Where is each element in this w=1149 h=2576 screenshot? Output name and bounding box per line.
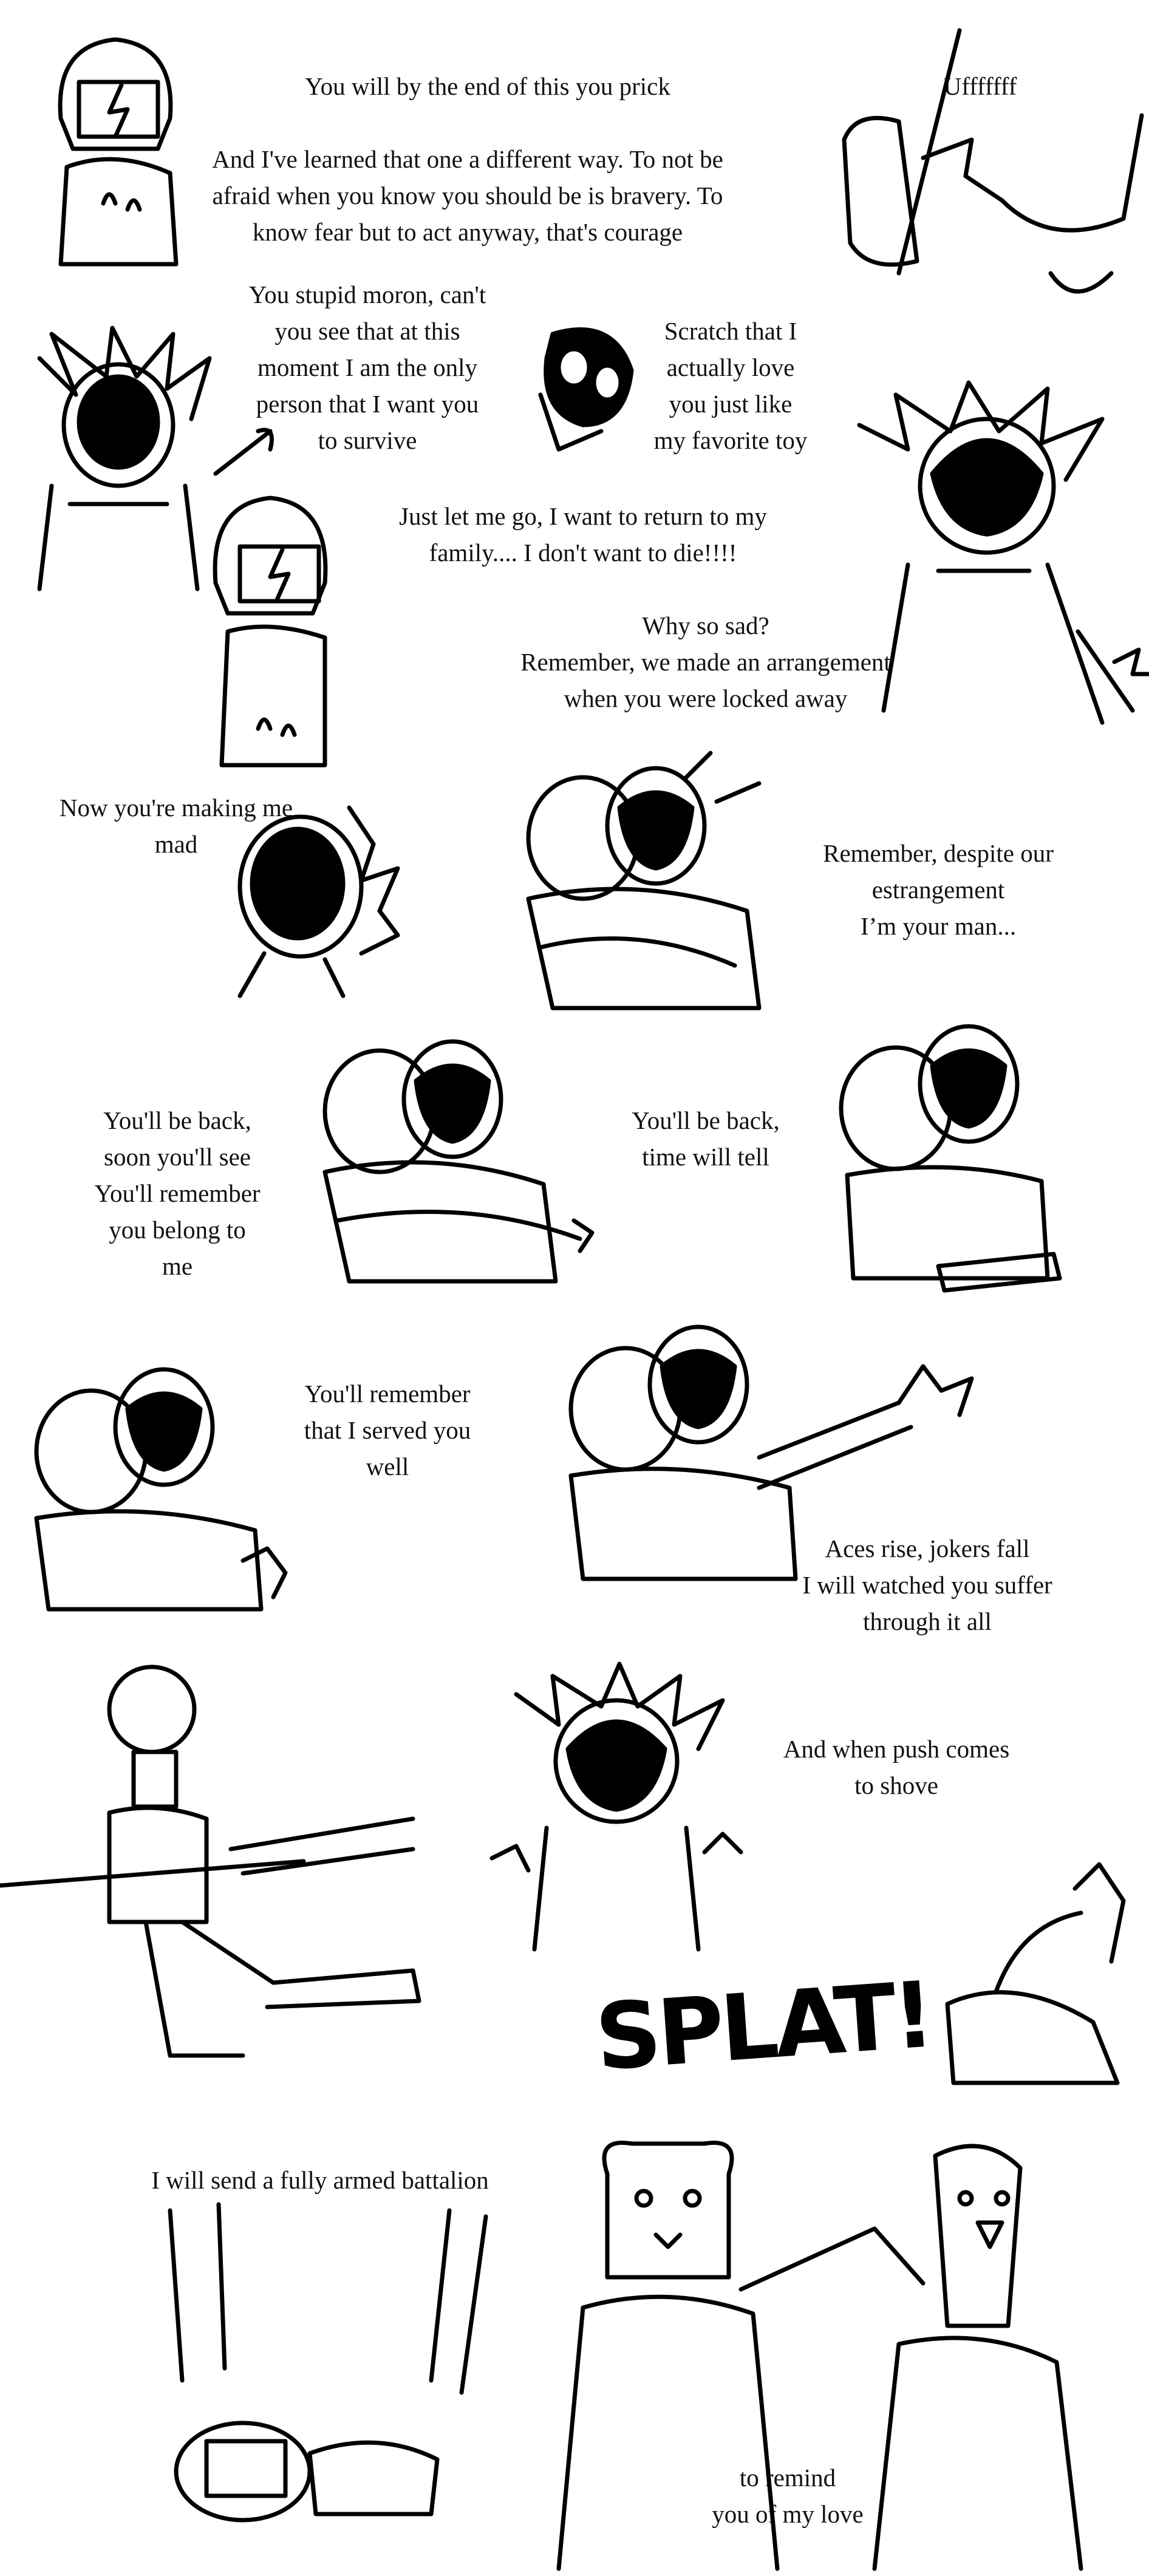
spiky-grinning-figure bbox=[847, 370, 1149, 735]
caption-line: You'll be back, bbox=[632, 1106, 780, 1134]
knight-falling bbox=[146, 2198, 510, 2538]
caption-line: Scratch that I bbox=[664, 317, 797, 345]
dark-mask-face bbox=[528, 322, 638, 455]
caption-ufffffff: Ufffffff bbox=[944, 68, 1017, 104]
caption-line: me bbox=[162, 1252, 193, 1280]
caption-remind-you: to remind you of my love bbox=[712, 2459, 863, 2532]
embracing-pair-2 bbox=[313, 1038, 604, 1293]
caption-line: to survive bbox=[318, 426, 417, 454]
caption-aces-rise: Aces rise, jokers fall I will watched yo… bbox=[802, 1530, 1052, 1640]
caption-let-me-go: Just let me go, I want to return to my f… bbox=[399, 498, 767, 571]
caption-line: Just let me go, I want to return to my bbox=[399, 502, 767, 530]
knight-arm-figure bbox=[808, 18, 1148, 310]
caption-line: afraid when you know you should be is br… bbox=[212, 182, 723, 210]
embracing-pair bbox=[516, 751, 789, 1020]
caption-line: through it all bbox=[863, 1607, 992, 1635]
caption-line: And I've learned that one a different wa… bbox=[212, 145, 723, 173]
caption-line: family.... I don't want to die!!!! bbox=[429, 539, 737, 567]
caption-served-you-well: You'll remember that I served you well bbox=[304, 1375, 471, 1485]
caption-line: time will tell bbox=[642, 1143, 769, 1171]
caption-line: And when push comes bbox=[783, 1735, 1010, 1763]
caption-line: You will by the end of this you prick bbox=[305, 72, 670, 100]
caption-line: You'll remember bbox=[304, 1380, 471, 1408]
caption-why-so-sad: Why so sad? Remember, we made an arrange… bbox=[520, 607, 891, 717]
caption-line: to remind bbox=[739, 2464, 836, 2492]
caption-battalion: I will send a fully armed battalion bbox=[151, 2162, 489, 2198]
gloved-hand bbox=[923, 1852, 1148, 2089]
caption-end-of-this: You will by the end of this you prick bbox=[305, 68, 670, 104]
caption-line: you of my love bbox=[712, 2500, 864, 2528]
caption-line: mad bbox=[154, 830, 198, 858]
caption-line: moment I am the only bbox=[257, 353, 478, 381]
embracing-pair-4 bbox=[24, 1354, 310, 1621]
caption-line: Now you're making me bbox=[59, 794, 293, 822]
caption-line: Aces rise, jokers fall bbox=[825, 1535, 1030, 1562]
caption-line: know fear but to act anyway, that's cour… bbox=[252, 218, 683, 246]
caption-line: Why so sad? bbox=[642, 612, 769, 639]
dark-mask-angry bbox=[228, 796, 410, 998]
knight-figure-pleading bbox=[203, 486, 337, 771]
caption-line: Remember, despite our bbox=[823, 839, 1054, 867]
caption-line: Remember, we made an arrangement bbox=[520, 648, 891, 676]
caption-line: I will send a fully armed battalion bbox=[151, 2166, 489, 2194]
caption-push-comes-to-shove: And when push comes to shove bbox=[783, 1731, 1009, 1804]
embracing-pair-3 bbox=[829, 1011, 1072, 1303]
caption-line: soon you'll see bbox=[104, 1143, 251, 1171]
caption-line: You stupid moron, can't bbox=[248, 281, 486, 308]
caption-line: you just like bbox=[669, 390, 793, 418]
knight-charging bbox=[0, 1665, 437, 2062]
caption-line: well bbox=[366, 1453, 409, 1481]
caption-line: person that I want you bbox=[256, 390, 479, 418]
caption-line: when you were locked away bbox=[564, 684, 848, 712]
spiky-figure-arms-raised bbox=[480, 1658, 753, 1955]
caption-making-me-mad: Now you're making me mad bbox=[60, 789, 293, 862]
caption-estrangement: Remember, despite our estrangement I’m y… bbox=[823, 835, 1054, 944]
caption-courage: And I've learned that one a different wa… bbox=[212, 141, 723, 250]
caption-youll-be-back-2: You'll be back, time will tell bbox=[632, 1102, 780, 1175]
embracing-pair-reaching bbox=[559, 1312, 984, 1603]
caption-line: I’m your man... bbox=[860, 912, 1017, 940]
caption-line: You'll be back, bbox=[103, 1106, 251, 1134]
caption-line: to shove bbox=[854, 1771, 938, 1799]
caption-line: that I served you bbox=[304, 1416, 471, 1444]
knight-figure bbox=[36, 27, 200, 267]
spiky-masked-figure bbox=[15, 322, 282, 601]
caption-scratch-that: Scratch that I actually love you just li… bbox=[654, 313, 808, 458]
caption-line: You'll remember bbox=[94, 1179, 261, 1207]
caption-line: you see that at this bbox=[274, 317, 460, 345]
caption-line: you belong to bbox=[109, 1216, 246, 1244]
caption-line: Ufffffff bbox=[943, 72, 1017, 100]
caption-line: actually love bbox=[666, 353, 795, 381]
caption-line: I will watched you suffer bbox=[802, 1571, 1052, 1599]
bear-and-bird-figures bbox=[556, 2131, 1148, 2571]
caption-line: estrangement bbox=[871, 876, 1005, 904]
caption-stupid-moron: You stupid moron, can't you see that at … bbox=[249, 276, 486, 458]
caption-line: my favorite toy bbox=[653, 426, 808, 454]
caption-youll-be-back-1: You'll be back, soon you'll see You'll r… bbox=[94, 1102, 260, 1284]
splat-sound-effect: SPLAT! bbox=[592, 1962, 935, 2091]
